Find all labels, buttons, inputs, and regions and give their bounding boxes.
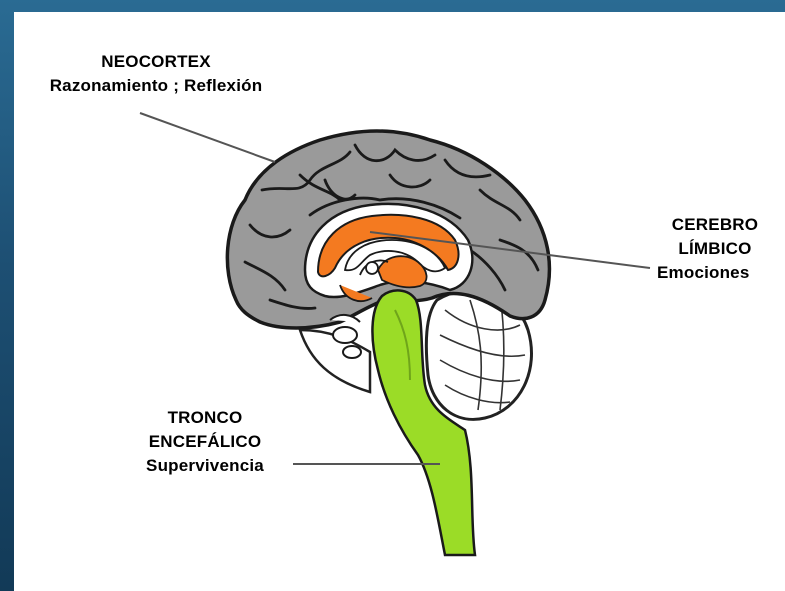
brainstem-title-line1: TRONCO	[120, 406, 290, 430]
brainstem-title-line2: ENCEFÁLICO	[120, 430, 290, 454]
limbic-label: CEREBRO LÍMBICO Emociones	[640, 213, 785, 285]
neocortex-pointer	[140, 113, 275, 162]
neocortex-label: NEOCORTEX Razonamiento ; Reflexión	[20, 50, 292, 98]
limbic-title-line2: LÍMBICO	[640, 237, 785, 261]
brainstem-label: TRONCO ENCEFÁLICO Supervivencia	[120, 406, 290, 478]
neocortex-title: NEOCORTEX	[20, 50, 292, 74]
limbic-title-line1: CEREBRO	[640, 213, 785, 237]
brainstem-subtitle: Supervivencia	[120, 454, 290, 478]
neocortex-subtitle: Razonamiento ; Reflexión	[20, 74, 292, 98]
limbic-subtitle: Emociones	[640, 261, 785, 285]
